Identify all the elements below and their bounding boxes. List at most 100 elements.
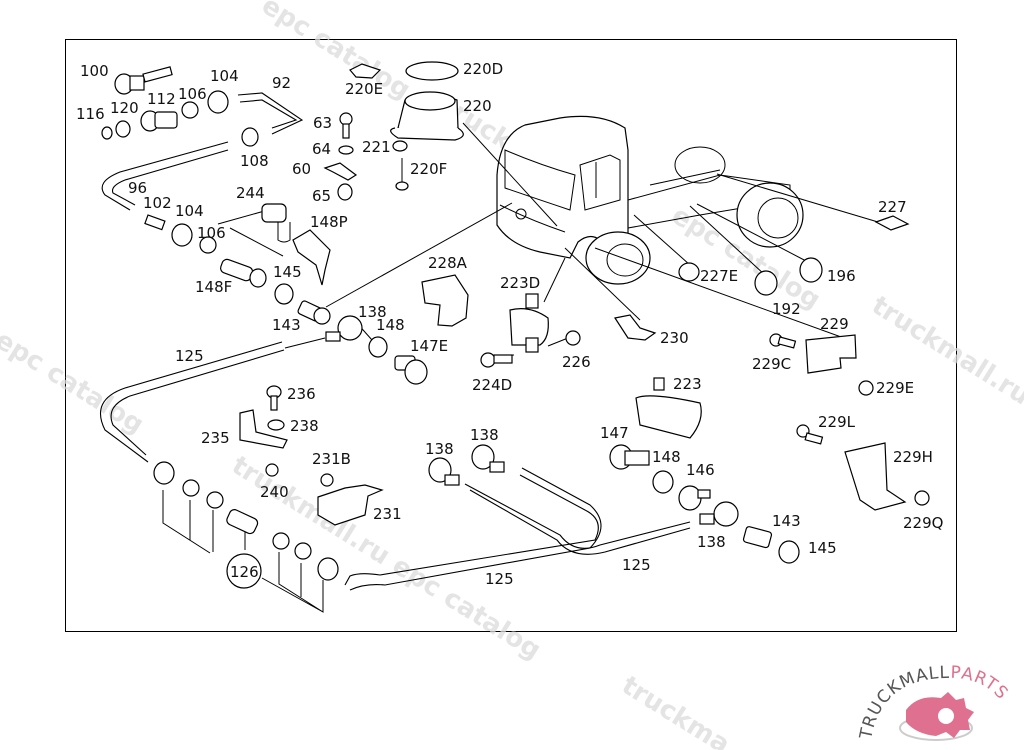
part-116[interactable] [101,126,113,140]
part-label[interactable]: 220 [463,97,492,115]
part-label[interactable]: 231 [373,505,402,523]
part-label[interactable]: 148P [310,213,348,231]
part-106b[interactable] [199,236,217,254]
part-label[interactable]: 92 [272,74,291,92]
part-223[interactable] [635,377,702,439]
part-102[interactable] [144,214,166,231]
part-192[interactable] [754,270,778,296]
part-label[interactable]: 102 [143,194,172,212]
part-229Q[interactable] [914,490,930,506]
part-231B[interactable] [320,473,334,487]
part-244[interactable] [261,203,291,243]
part-126-set[interactable] [153,461,339,613]
part-227[interactable] [874,215,910,231]
part-226[interactable] [565,330,581,346]
part-label[interactable]: 229L [818,413,856,431]
part-112[interactable] [140,110,178,132]
pipe-125-left[interactable] [100,341,285,463]
part-label[interactable]: 145 [273,263,302,281]
part-label[interactable]: 226 [562,353,591,371]
part-227E[interactable] [678,262,700,282]
part-104b[interactable] [171,223,193,247]
part-238[interactable] [267,419,285,431]
part-148P[interactable] [292,229,331,286]
part-label[interactable]: 220E [345,80,383,98]
part-196[interactable] [799,257,823,283]
part-236[interactable] [266,385,282,411]
part-label[interactable]: 125 [622,556,651,574]
part-label[interactable]: 224D [472,376,512,394]
part-65[interactable] [337,183,353,201]
part-223D[interactable] [509,293,549,353]
part-229[interactable] [805,334,857,374]
part-220[interactable] [390,91,464,141]
part-138c[interactable] [471,444,505,473]
part-label[interactable]: 229 [820,315,849,333]
part-228A[interactable] [421,274,469,327]
pipe-96[interactable] [101,141,229,211]
part-145[interactable] [274,283,294,305]
part-label[interactable]: 147E [410,337,448,355]
part-label[interactable]: 96 [128,179,147,197]
part-label[interactable]: 138 [697,533,726,551]
part-229L[interactable] [796,424,824,445]
part-label[interactable]: 223 [673,375,702,393]
part-235[interactable] [239,409,288,449]
part-label[interactable]: 146 [686,461,715,479]
part-label[interactable]: 60 [292,160,311,178]
part-60[interactable] [323,162,358,181]
part-label[interactable]: 116 [76,105,105,123]
part-230[interactable] [614,314,657,341]
part-138d[interactable] [699,501,739,527]
part-138b[interactable] [428,457,460,486]
part-147[interactable] [609,444,650,470]
part-label[interactable]: 106 [178,85,207,103]
part-label[interactable]: 145 [808,539,837,557]
pipe-92[interactable] [237,92,304,135]
part-label[interactable]: 138 [358,303,387,321]
part-63[interactable] [339,112,353,139]
part-label[interactable]: 196 [827,267,856,285]
part-label[interactable]: 108 [240,152,269,170]
part-label[interactable]: 138 [425,440,454,458]
part-221[interactable] [392,140,408,152]
part-240[interactable] [265,463,279,477]
part-120[interactable] [115,120,131,138]
part-138a[interactable] [325,315,363,342]
part-229E[interactable] [858,380,874,396]
part-label[interactable]: 238 [290,417,319,435]
part-label[interactable]: 148 [376,316,405,334]
part-label[interactable]: 63 [313,114,332,132]
part-143b[interactable] [742,526,773,549]
part-229H[interactable] [844,442,907,511]
part-label[interactable]: 229E [876,379,914,397]
part-label[interactable]: 143 [272,316,301,334]
part-220D[interactable] [405,61,459,81]
part-229C[interactable] [769,333,797,349]
part-label[interactable]: 106 [197,224,226,242]
part-label[interactable]: 240 [260,483,289,501]
part-label[interactable]: 236 [287,385,316,403]
part-147E[interactable] [394,355,428,385]
part-145b[interactable] [778,540,800,564]
part-label[interactable]: 65 [312,187,331,205]
part-220E[interactable] [349,63,382,79]
part-label[interactable]: 231B [312,450,351,468]
part-label[interactable]: 227 [878,198,907,216]
part-231[interactable] [317,484,384,526]
part-label[interactable]: 148F [195,278,232,296]
part-label[interactable]: 138 [470,426,499,444]
part-label[interactable]: 221 [362,138,391,156]
part-label[interactable]: 229H [893,448,933,466]
part-label[interactable]: 229Q [903,514,943,532]
part-label[interactable]: 143 [772,512,801,530]
part-148F[interactable] [219,258,267,288]
part-146[interactable] [678,485,711,511]
part-label[interactable]: 223D [500,274,540,292]
part-143[interactable] [297,300,331,325]
part-label[interactable]: 100 [80,62,109,80]
part-106[interactable] [181,101,199,119]
part-104[interactable] [207,90,229,114]
part-100[interactable] [114,66,173,95]
part-label[interactable]: 112 [147,90,176,108]
